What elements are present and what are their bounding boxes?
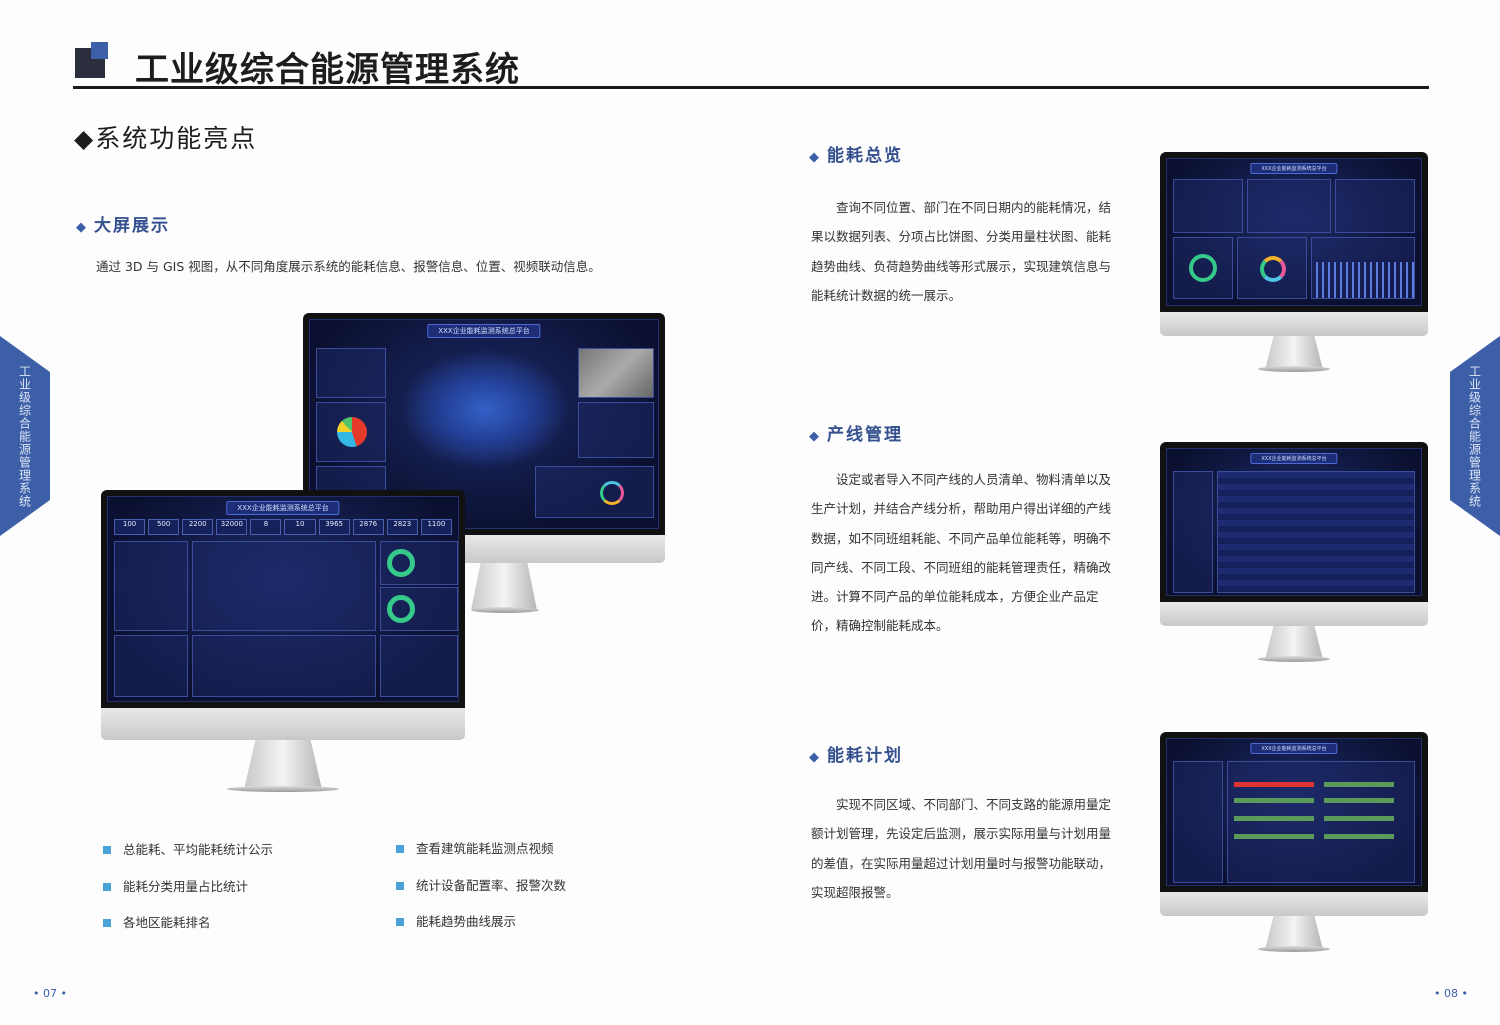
stat-card: 8 <box>250 519 282 535</box>
side-tab-right: 工业级综合能源管理系统 <box>1450 336 1500 536</box>
3d-map <box>400 350 570 470</box>
energy-plan-text: 实现不同区域、不同部门、不同支路的能源用量定额计划管理，先设定后监测，展示实际用… <box>811 797 1112 900</box>
screen-title: XXX企业能耗监测系统总平台 <box>226 501 340 515</box>
gis-screen: XXX企业能耗监测系统总平台 <box>309 319 659 529</box>
page-number-left: • 07 • <box>33 987 67 1000</box>
page-title: 工业级综合能源管理系统 <box>135 50 520 90</box>
title-divider <box>73 86 1429 89</box>
feature-item: 查看建筑能耗监测点视频 <box>396 838 554 857</box>
monitor-line-management: XXX企业能耗监测系统总平台 <box>1160 442 1428 662</box>
stat-card: 2823 <box>386 519 418 535</box>
diamond-icon: ◆ <box>809 750 821 765</box>
bullet-square-icon <box>103 846 111 854</box>
energy-overview-text: 查询不同位置、部门在不同日期内的能耗情况，结果以数据列表、分项占比饼图、分类用量… <box>811 200 1112 303</box>
diamond-icon: ◆ <box>809 150 821 165</box>
feature-item: 总能耗、平均能耗统计公示 <box>103 839 273 858</box>
feature-item: 统计设备配置率、报警次数 <box>396 875 566 894</box>
bullet-square-icon <box>103 883 111 891</box>
diamond-icon: ◆ <box>74 124 96 153</box>
section-title: ◆系统功能亮点 <box>74 124 258 153</box>
bullet-square-icon <box>396 882 404 890</box>
stat-card: 3965 <box>318 519 350 535</box>
stat-card: 2200 <box>182 519 214 535</box>
stat-card: 1100 <box>420 519 452 535</box>
stat-card: 500 <box>148 519 180 535</box>
dashboard-screen: XXX企业能耗监测系统总平台 100 500 2200 32000 8 10 3… <box>107 496 459 702</box>
stat-card: 10 <box>284 519 316 535</box>
feature-item: 各地区能耗排名 <box>103 912 211 931</box>
logo-square-blue <box>91 42 108 59</box>
monitor-energy-plan: XXX企业能耗监测系统总平台 <box>1160 732 1428 952</box>
heading-energy-overview: ◆能耗总览 <box>809 146 903 166</box>
stat-card: 32000 <box>216 519 248 535</box>
diamond-icon: ◆ <box>76 220 88 235</box>
heading-big-screen: ◆大屏展示 <box>76 216 170 236</box>
page-number-right: • 08 • <box>1434 987 1468 1000</box>
video-wall <box>578 348 654 398</box>
stat-card: 2876 <box>352 519 384 535</box>
pie-chart <box>337 417 367 447</box>
side-tab-left: 工业级综合能源管理系统 <box>0 336 50 536</box>
diamond-icon: ◆ <box>809 429 821 444</box>
heading-energy-plan: ◆能耗计划 <box>809 746 903 766</box>
monitor-gis: XXX企业能耗监测系统总平台 <box>303 313 665 613</box>
big-screen-desc: 通过 3D 与 GIS 视图，从不同角度展示系统的能耗信息、报警信息、位置、视频… <box>96 259 601 274</box>
monitor-dashboard: XXX企业能耗监测系统总平台 100 500 2200 32000 8 10 3… <box>101 490 465 796</box>
stat-card: 100 <box>114 519 146 535</box>
heading-line-management: ◆产线管理 <box>809 425 903 445</box>
bullet-square-icon <box>396 845 404 853</box>
feature-item: 能耗趋势曲线展示 <box>396 911 516 930</box>
bullet-square-icon <box>396 918 404 926</box>
line-management-text: 设定或者导入不同产线的人员清单、物料清单以及生产计划，并结合产线分析，帮助用户得… <box>811 472 1112 634</box>
bullet-square-icon <box>103 919 111 927</box>
feature-item: 能耗分类用量占比统计 <box>103 876 248 895</box>
screen-title: XXX企业能耗监测系统总平台 <box>427 324 541 338</box>
monitor-energy-overview: XXX企业能耗监测系统总平台 <box>1160 152 1428 372</box>
